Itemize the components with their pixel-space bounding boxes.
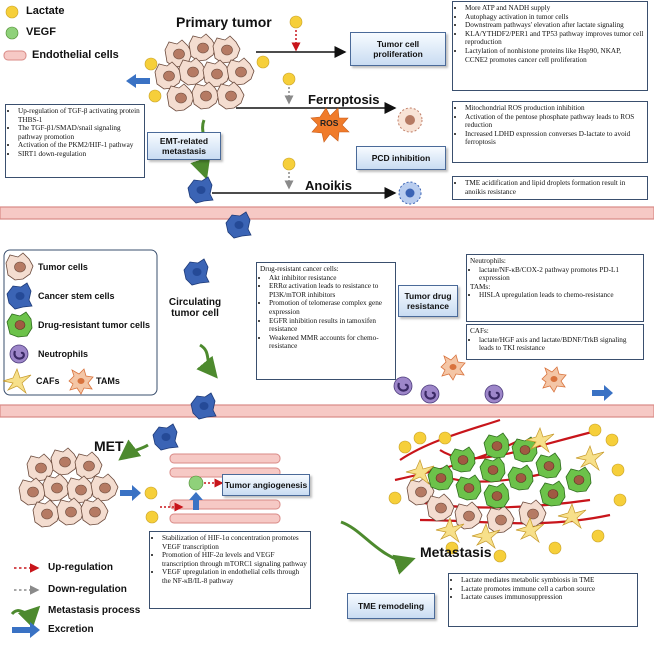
legend-neutrophils-label: Neutrophils bbox=[38, 349, 89, 359]
tme-info-box: Lactate mediates metabolic symbiosis in … bbox=[448, 573, 638, 627]
cafs-info-box: CAFs: lactate/HGF axis and lactate/BDNF/… bbox=[466, 324, 644, 360]
metastasis-legend-arrow bbox=[10, 605, 41, 629]
emt-item: Up-regulation of TGF-β activating protei… bbox=[18, 107, 141, 124]
tams-item: HISLA upregulation leads to chemo-resist… bbox=[479, 291, 640, 300]
proliferation-item: Downstream pathways' elevation after lac… bbox=[465, 21, 644, 30]
legend-lactate-label: Lactate bbox=[26, 5, 65, 17]
tme-item: Lactate promotes immune cell a carbon so… bbox=[461, 585, 634, 594]
proliferation-item: More ATP and NADH supply bbox=[465, 4, 644, 13]
angio-item: Stabilization of HIF-1α concentration pr… bbox=[162, 534, 307, 551]
legend-tumor-cells-label: Tumor cells bbox=[38, 262, 88, 272]
drug-resistant-heading: Drug-resistant cancer cells: bbox=[260, 265, 339, 273]
drug-item: Akt inhibitor resistance bbox=[269, 274, 392, 283]
tams-heading: TAMs: bbox=[470, 282, 491, 291]
proliferation-item: Lactylation of nonhistone proteins like … bbox=[465, 47, 644, 64]
pcd-inhibition-button[interactable]: PCD inhibition bbox=[356, 146, 446, 170]
legend-drug-resistant-label: Drug-resistant tumor cells bbox=[38, 320, 151, 330]
secondary-tumor-cluster bbox=[18, 447, 119, 528]
tumor-cell-proliferation-button[interactable]: Tumor cell proliferation bbox=[350, 32, 446, 66]
anoikis-title: Anoikis bbox=[305, 178, 352, 193]
legend-vegf-label: VEGF bbox=[26, 26, 56, 38]
endothelial-legend-icon bbox=[3, 50, 27, 61]
legend-metastasis-process-label: Metastasis process bbox=[48, 605, 141, 616]
emt-item: The TGF-β1/SMAD/snail signaling pathway … bbox=[18, 124, 141, 141]
legend-up-regulation-label: Up-regulation bbox=[48, 562, 113, 573]
lactate-legend-icon bbox=[5, 5, 19, 19]
primary-tumor-title: Primary tumor bbox=[176, 14, 272, 30]
emt-related-metastasis-button[interactable]: EMT-related metastasis bbox=[147, 132, 221, 160]
cafs-heading: CAFs: bbox=[470, 327, 489, 335]
primary-tumor-cluster bbox=[154, 33, 255, 112]
emt-item: Activation of the PKM2/HIF-1 pathway bbox=[18, 141, 141, 150]
proliferation-item: Autophagy activation in tumor cells bbox=[465, 13, 644, 22]
angio-item: Promotion of HIF-2α levels and VEGF tran… bbox=[162, 551, 307, 568]
pcd-item: Activation of the pentose phosphate path… bbox=[465, 113, 644, 130]
tme-item: Lactate mediates metabolic symbiosis in … bbox=[461, 576, 634, 585]
drug-item: EGFR inhibition results in tamoxifen res… bbox=[269, 317, 392, 334]
drug-item: Weakened MMR accounts for chemo-resistan… bbox=[269, 334, 392, 351]
pcd-info-box: Mitochondrial ROS production inhibition … bbox=[452, 101, 648, 163]
tme-remodeling-button[interactable]: TME remodeling bbox=[347, 593, 435, 619]
ros-label: ROS bbox=[320, 118, 339, 128]
circulating-tumor-cell-title: Circulating tumor cell bbox=[168, 297, 222, 319]
legend-cafs-label: CAFs bbox=[36, 376, 60, 386]
legend-cancer-stem-cells-label: Cancer stem cells bbox=[38, 291, 115, 301]
anoikis-info-box: TME acidification and lipid droplets for… bbox=[452, 176, 648, 200]
legend-down-regulation-label: Down-regulation bbox=[48, 584, 127, 595]
angiogenesis-info-box: Stabilization of HIF-1α concentration pr… bbox=[149, 531, 311, 609]
excretion-legend-arrow bbox=[12, 622, 40, 638]
proliferation-item: KLA/YTHDF2/PER1 and TP53 pathway improve… bbox=[465, 30, 644, 47]
metastasis-title: Metastasis bbox=[420, 544, 492, 560]
proliferation-info-box: More ATP and NADH supply Autophagy activ… bbox=[452, 1, 648, 91]
legend-endothelial-label: Endothelial cells bbox=[32, 49, 119, 61]
anoikis-item: TME acidification and lipid droplets for… bbox=[465, 179, 644, 196]
immune-info-box: Neutrophils: lactate/NF-κB/COX-2 pathway… bbox=[466, 254, 644, 322]
neutrophils-item: lactate/NF-κB/COX-2 pathway promotes PD-… bbox=[479, 266, 640, 283]
ferroptosis-title: Ferroptosis bbox=[308, 92, 380, 107]
pcd-item: Increased LDHD expression converses D-la… bbox=[465, 130, 644, 147]
drug-resistant-info-box: Drug-resistant cancer cells: Akt inhibit… bbox=[256, 262, 396, 380]
metastasis-cluster bbox=[388, 418, 627, 563]
cafs-item: lactate/HGF axis and lactate/BDNF/TrkB s… bbox=[479, 336, 640, 353]
angio-item: VEGF upregulation in endothelial cells t… bbox=[162, 568, 307, 585]
ros-burst bbox=[310, 107, 350, 143]
legend-excretion-label: Excretion bbox=[48, 624, 94, 635]
legend-tams-label: TAMs bbox=[96, 376, 120, 386]
neutrophils-heading: Neutrophils: bbox=[470, 257, 506, 265]
pcd-item: Mitochondrial ROS production inhibition bbox=[465, 104, 644, 113]
tumor-angiogenesis-button[interactable]: Tumor angiogenesis bbox=[222, 474, 310, 496]
emt-item: SIRT1 down-regulation bbox=[18, 150, 141, 159]
drug-item: Promotion of telomerase complex gene exp… bbox=[269, 299, 392, 316]
emt-info-box: Up-regulation of TGF-β activating protei… bbox=[5, 104, 145, 178]
tumor-drug-resistance-button[interactable]: Tumor drug resistance bbox=[398, 285, 458, 317]
drug-item: ERRα activation leads to resistance to P… bbox=[269, 282, 392, 299]
met-title: MET bbox=[94, 438, 124, 454]
tme-item: Lactate causes immunosuppression bbox=[461, 593, 634, 602]
vegf-legend-icon bbox=[5, 26, 19, 40]
